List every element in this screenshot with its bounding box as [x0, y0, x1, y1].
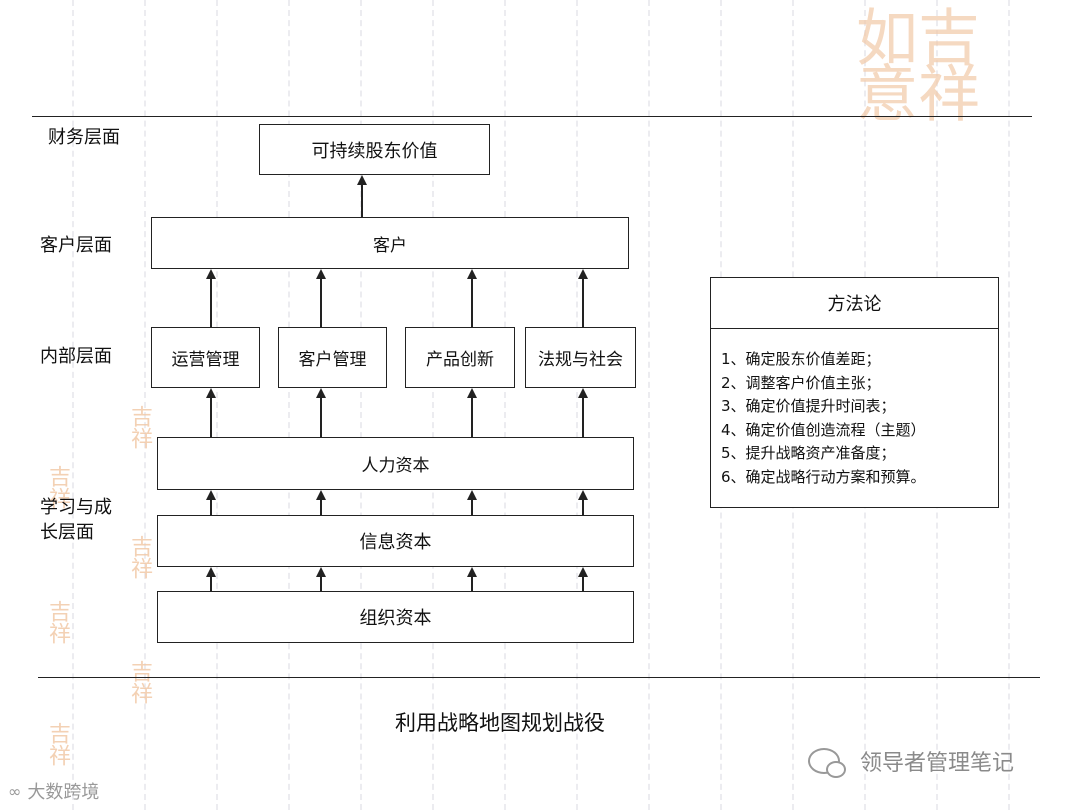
background-grid-line	[360, 0, 362, 810]
bottom-rule	[38, 677, 1040, 678]
watermark-wechat: 领导者管理笔记	[808, 745, 1014, 777]
seal-decoration: 吉祥如意	[850, 5, 974, 117]
background-grid-line	[576, 0, 578, 810]
layer-label-financial: 财务层面	[48, 125, 120, 150]
product-innovation-box: 产品创新	[405, 327, 515, 388]
wechat-icon	[808, 748, 840, 774]
background-grid-line	[504, 0, 506, 810]
organization-capital-box: 组织资本	[157, 591, 634, 643]
layer-label-customer: 客户层面	[40, 233, 112, 258]
customer-management-box: 客户管理	[278, 327, 387, 388]
watermark-text: 领导者管理笔记	[860, 745, 1014, 777]
operations-box: 运营管理	[151, 327, 260, 388]
methodology-list: 1、确定股东价值差距； 2、调整客户价值主张； 3、确定价值提升时间表； 4、确…	[711, 329, 998, 489]
background-grid-line	[288, 0, 290, 810]
methodology-title: 方法论	[711, 278, 998, 329]
seal-decoration-small: 吉祥	[46, 600, 68, 644]
background-grid-line	[432, 0, 434, 810]
brand-logo-icon: ∞	[8, 782, 21, 801]
background-grid-line	[1008, 0, 1010, 810]
methodology-item: 4、确定价值创造流程（主题）	[721, 419, 998, 443]
methodology-item: 2、调整客户价值主张；	[721, 372, 998, 396]
watermark-brand-text: 大数跨境	[27, 778, 99, 804]
methodology-item: 5、提升战略资产准备度；	[721, 442, 998, 466]
methodology-box: 方法论 1、确定股东价值差距； 2、调整客户价值主张； 3、确定价值提升时间表；…	[710, 277, 999, 508]
shareholder-value-box: 可持续股东价值	[259, 124, 490, 175]
watermark-brand: ∞ 大数跨境	[8, 778, 99, 804]
regulatory-social-box: 法规与社会	[525, 327, 636, 388]
seal-decoration-small: 吉祥	[128, 660, 150, 704]
layer-label-learning: 学习与成 长层面	[40, 495, 130, 545]
slide-caption: 利用战略地图规划战役	[0, 707, 1000, 737]
background-grid-line	[72, 0, 74, 810]
methodology-item: 3、确定价值提升时间表；	[721, 395, 998, 419]
information-capital-box: 信息资本	[157, 515, 634, 567]
seal-decoration-small: 吉祥	[128, 535, 150, 579]
methodology-item: 6、确定战略行动方案和预算。	[721, 466, 998, 490]
human-capital-box: 人力资本	[157, 437, 634, 490]
methodology-item: 1、确定股东价值差距；	[721, 348, 998, 372]
top-rule	[32, 116, 1032, 117]
seal-decoration-small: 吉祥	[128, 405, 150, 449]
background-grid-line	[648, 0, 650, 810]
layer-label-internal: 内部层面	[40, 344, 112, 369]
background-grid-line	[216, 0, 218, 810]
customer-box: 客户	[151, 217, 629, 269]
